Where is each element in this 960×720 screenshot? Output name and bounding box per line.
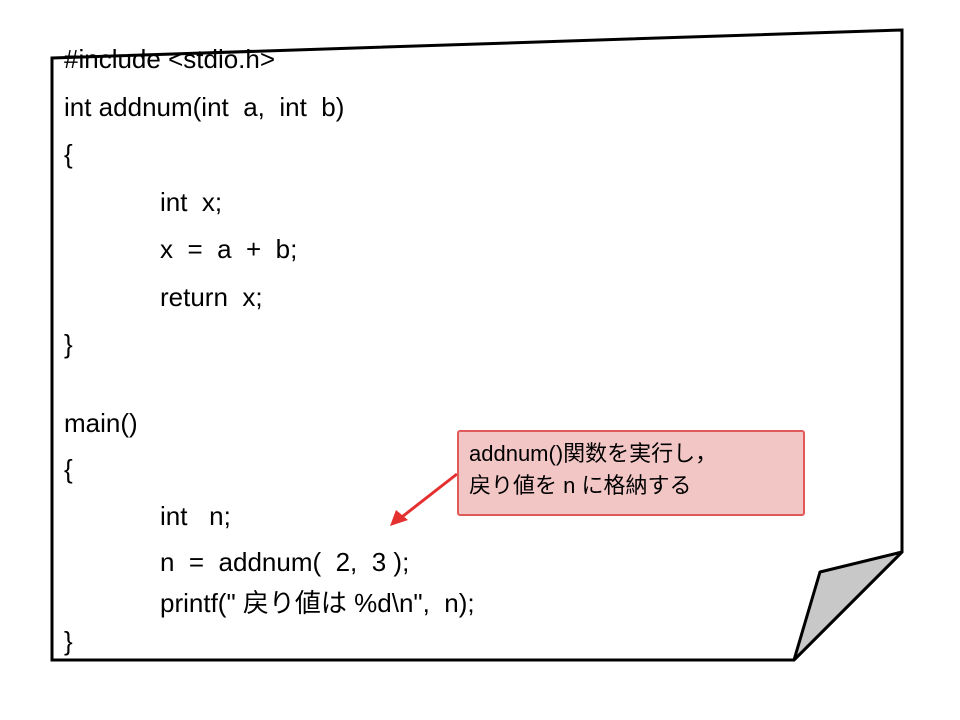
- code-line-main: main(): [64, 408, 138, 438]
- callout-arrowhead: [390, 510, 408, 526]
- code-line-open-brace: {: [64, 139, 73, 169]
- code-line-close-brace: }: [64, 329, 73, 359]
- code-line-printf: printf(" 戻り値は %d\n", n);: [160, 588, 475, 618]
- callout-arrow: [397, 472, 458, 522]
- page-fold: [792, 550, 904, 662]
- callout-text-line1: addnum()関数を実行し，: [469, 441, 718, 466]
- code-line-assign-x: x = a + b;: [160, 234, 298, 264]
- code-line-include: #include <stdio.h>: [64, 44, 276, 74]
- code-line-main-close-brace: }: [64, 626, 73, 656]
- code-line-return: return x;: [160, 282, 263, 312]
- code-line-call-addnum: n = addnum( 2, 3 );: [160, 547, 410, 577]
- code-line-main-open-brace: {: [64, 454, 73, 484]
- code-line-declare-n: int n;: [160, 501, 231, 531]
- code-line-function-signature: int addnum(int a, int b): [64, 92, 345, 122]
- callout-text-line2: 戻り値を n に格納する: [469, 473, 692, 498]
- annotation-callout: addnum()関数を実行し， 戻り値を n に格納する: [457, 430, 805, 516]
- code-line-declare-x: int x;: [160, 187, 223, 217]
